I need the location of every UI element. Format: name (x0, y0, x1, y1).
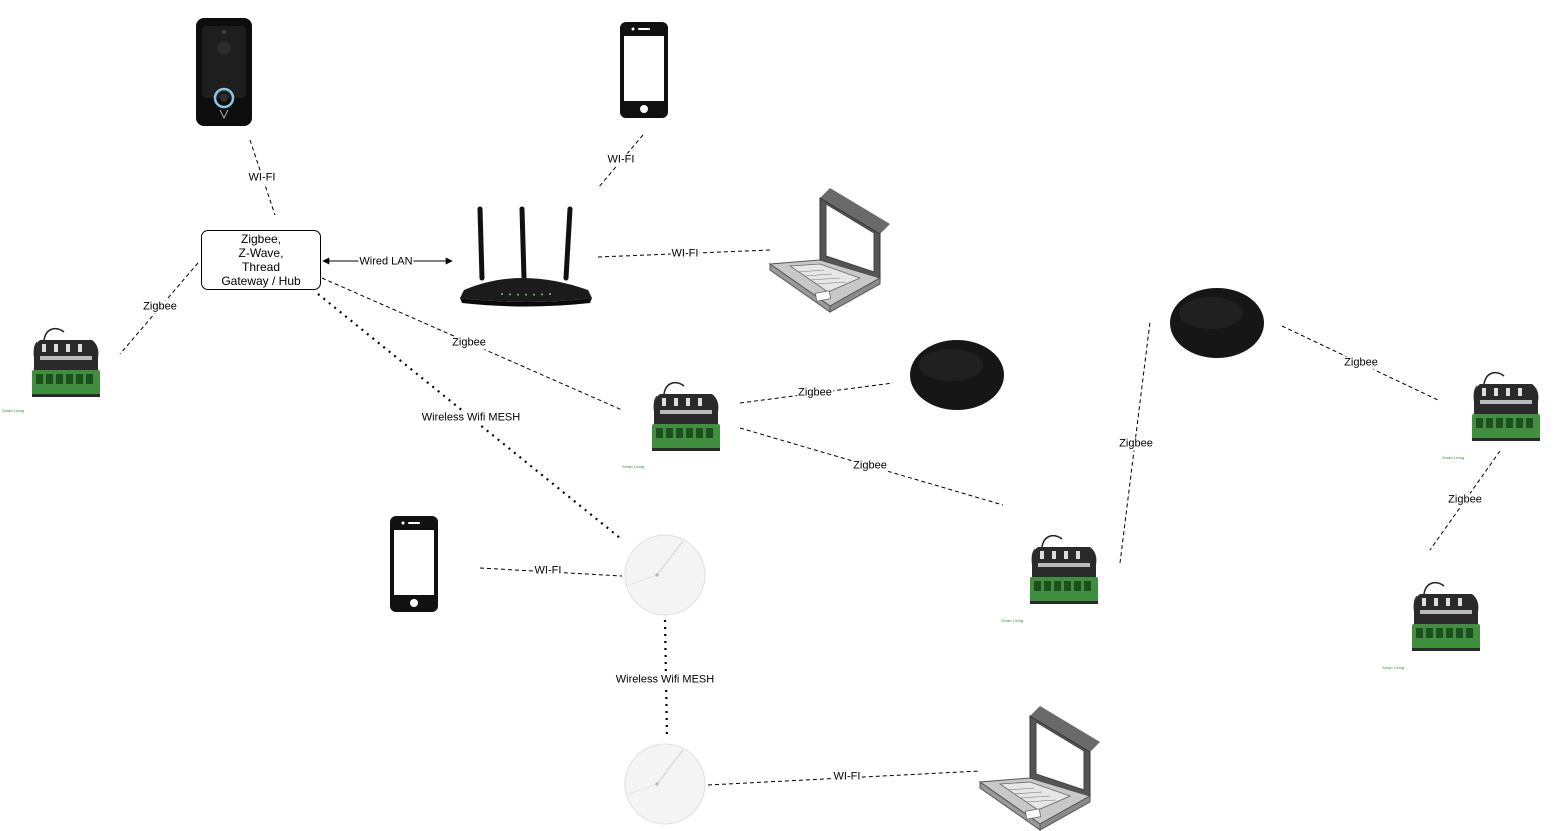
doorbell-icon (196, 18, 252, 126)
laptop-bottom-icon (979, 705, 1101, 831)
mesh-node-upper-icon (624, 534, 706, 616)
module-right-upper-brand: Smart Living (1442, 455, 1465, 460)
label-doorbell-hub: WI-FI (247, 171, 277, 185)
gateway-hub-text: Zigbee, Z-Wave, Thread Gateway / Hub (221, 232, 300, 288)
mesh-node-lower-icon (624, 743, 706, 825)
relay-module-right-lower-icon (1411, 581, 1481, 652)
hub-line-3: Thread (241, 260, 281, 274)
hub-line-4: Gateway / Hub (221, 274, 301, 288)
label-module-button-right: Zigbee (1118, 437, 1154, 451)
label-phone-router: WI-FI (606, 153, 636, 167)
edge-doorbell-hub (249, 139, 276, 216)
label-mesh-laptop: WI-FI (832, 770, 862, 784)
label-hub-module-left: Zigbee (142, 300, 178, 314)
connections (119, 134, 1501, 786)
label-phone-mesh: WI-FI (533, 564, 563, 578)
relay-module-center-icon (651, 381, 721, 452)
hub-line-2: Z-Wave, (238, 246, 284, 260)
label-button-module-right: Zigbee (1343, 356, 1379, 370)
module-right-lower-brand: Smart Living (1382, 665, 1405, 670)
label-module-module: Zigbee (852, 459, 888, 473)
smartphone-top-icon (620, 22, 668, 118)
smartphone-bottom-icon (390, 516, 438, 612)
relay-module-right-upper-icon (1471, 371, 1541, 442)
edge-hub-mesh (317, 293, 621, 539)
label-hub-router: Wired LAN (358, 255, 414, 269)
module-lower-brand: Smart Living (1001, 618, 1024, 623)
smart-button-right-icon (1170, 288, 1264, 358)
gateway-hub[interactable]: Zigbee, Z-Wave, Thread Gateway / Hub (201, 230, 321, 290)
label-mesh-mesh: Wireless Wifi MESH (614, 673, 716, 687)
hub-line-1: Zigbee, (240, 232, 282, 246)
label-hub-module-center: Zigbee (451, 336, 487, 350)
label-module-module-right: Zigbee (1447, 493, 1483, 507)
label-router-laptop: WI-FI (670, 247, 700, 261)
edge-phone-router (597, 134, 644, 189)
edge-mesh-mesh (663, 619, 669, 739)
edge-module-module (739, 427, 1004, 506)
label-hub-mesh: Wireless Wifi MESH (420, 411, 522, 425)
router-icon (460, 206, 592, 307)
relay-module-left-icon (31, 327, 101, 398)
edge-module-module-right (1429, 450, 1501, 551)
module-center-brand: Smart Living (622, 464, 645, 469)
module-left-brand: Smart Living (2, 408, 25, 413)
smart-button-center-icon (910, 340, 1004, 410)
laptop-top-icon (769, 187, 891, 313)
relay-module-lower-icon (1029, 534, 1099, 605)
label-module-button: Zigbee (797, 386, 833, 400)
